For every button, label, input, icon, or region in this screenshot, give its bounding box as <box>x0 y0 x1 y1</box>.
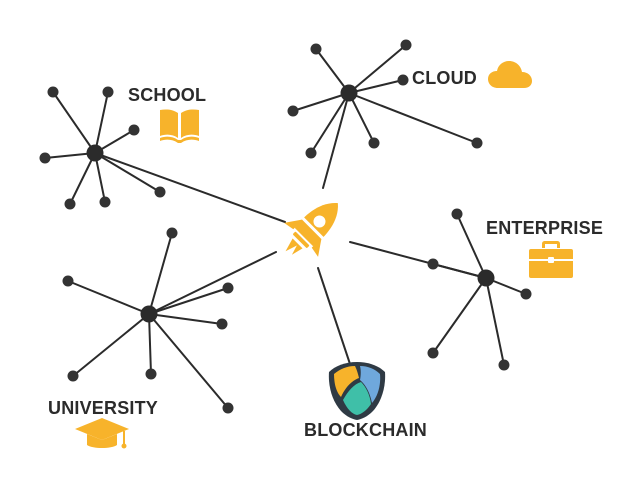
edge-center-cloud <box>322 92 350 189</box>
university-leaf-node <box>222 282 234 294</box>
university-leaf-node <box>222 402 234 414</box>
enterprise-cluster <box>427 208 532 371</box>
cloud-label: CLOUD <box>412 68 477 88</box>
school-leaf-node <box>39 152 51 164</box>
school-cluster <box>39 86 166 210</box>
cloud-leaf-node <box>368 137 380 149</box>
school-label: SCHOOL <box>128 85 207 105</box>
university-label: UNIVERSITY <box>48 398 159 418</box>
center-edges <box>94 92 487 365</box>
cloud-cluster <box>287 39 483 159</box>
school-leaf-node <box>128 124 140 136</box>
graduation-cap-icon <box>75 418 129 449</box>
university-cluster <box>62 227 234 414</box>
enterprise-leaf-node <box>451 208 463 220</box>
school-leaf-node <box>47 86 59 98</box>
school-leaf-node <box>64 198 76 210</box>
enterprise-leaf-node <box>520 288 532 300</box>
university-leaf-node <box>216 318 228 330</box>
cloud-leaf-node <box>305 147 317 159</box>
cloud-leaf-node <box>471 137 483 149</box>
school-hub-node <box>86 144 104 162</box>
blockchain-label: BLOCKCHAIN <box>304 420 427 440</box>
university-leaf-node <box>145 368 157 380</box>
rocket-icon <box>284 203 338 257</box>
enterprise-hub-node <box>477 269 495 287</box>
cloud-leaf-node <box>400 39 412 51</box>
enterprise-leaf-node <box>427 258 439 270</box>
cloud-leaf-node <box>397 74 409 86</box>
enterprise-leaf-node <box>498 359 510 371</box>
book-icon <box>160 109 199 143</box>
cloud-icon <box>488 61 532 88</box>
university-leaf-node <box>67 370 79 382</box>
school-leaf-node <box>102 86 114 98</box>
edge-center-school <box>94 152 286 223</box>
school-leaf-node <box>99 196 111 208</box>
cloud-hub-node <box>340 84 358 102</box>
nem-logo-icon <box>328 362 386 420</box>
cloud-leaf-node <box>287 105 299 117</box>
university-leaf-node <box>166 227 178 239</box>
edge-center-university <box>148 251 277 315</box>
university-hub-node <box>140 305 158 323</box>
enterprise-leaf-node <box>427 347 439 359</box>
school-leaf-node <box>154 186 166 198</box>
enterprise-label: ENTERPRISE <box>486 218 604 238</box>
cloud-leaf-node <box>310 43 322 55</box>
briefcase-icon <box>529 241 573 278</box>
university-leaf-node <box>62 275 74 287</box>
edge-center-blockchain <box>317 267 351 365</box>
